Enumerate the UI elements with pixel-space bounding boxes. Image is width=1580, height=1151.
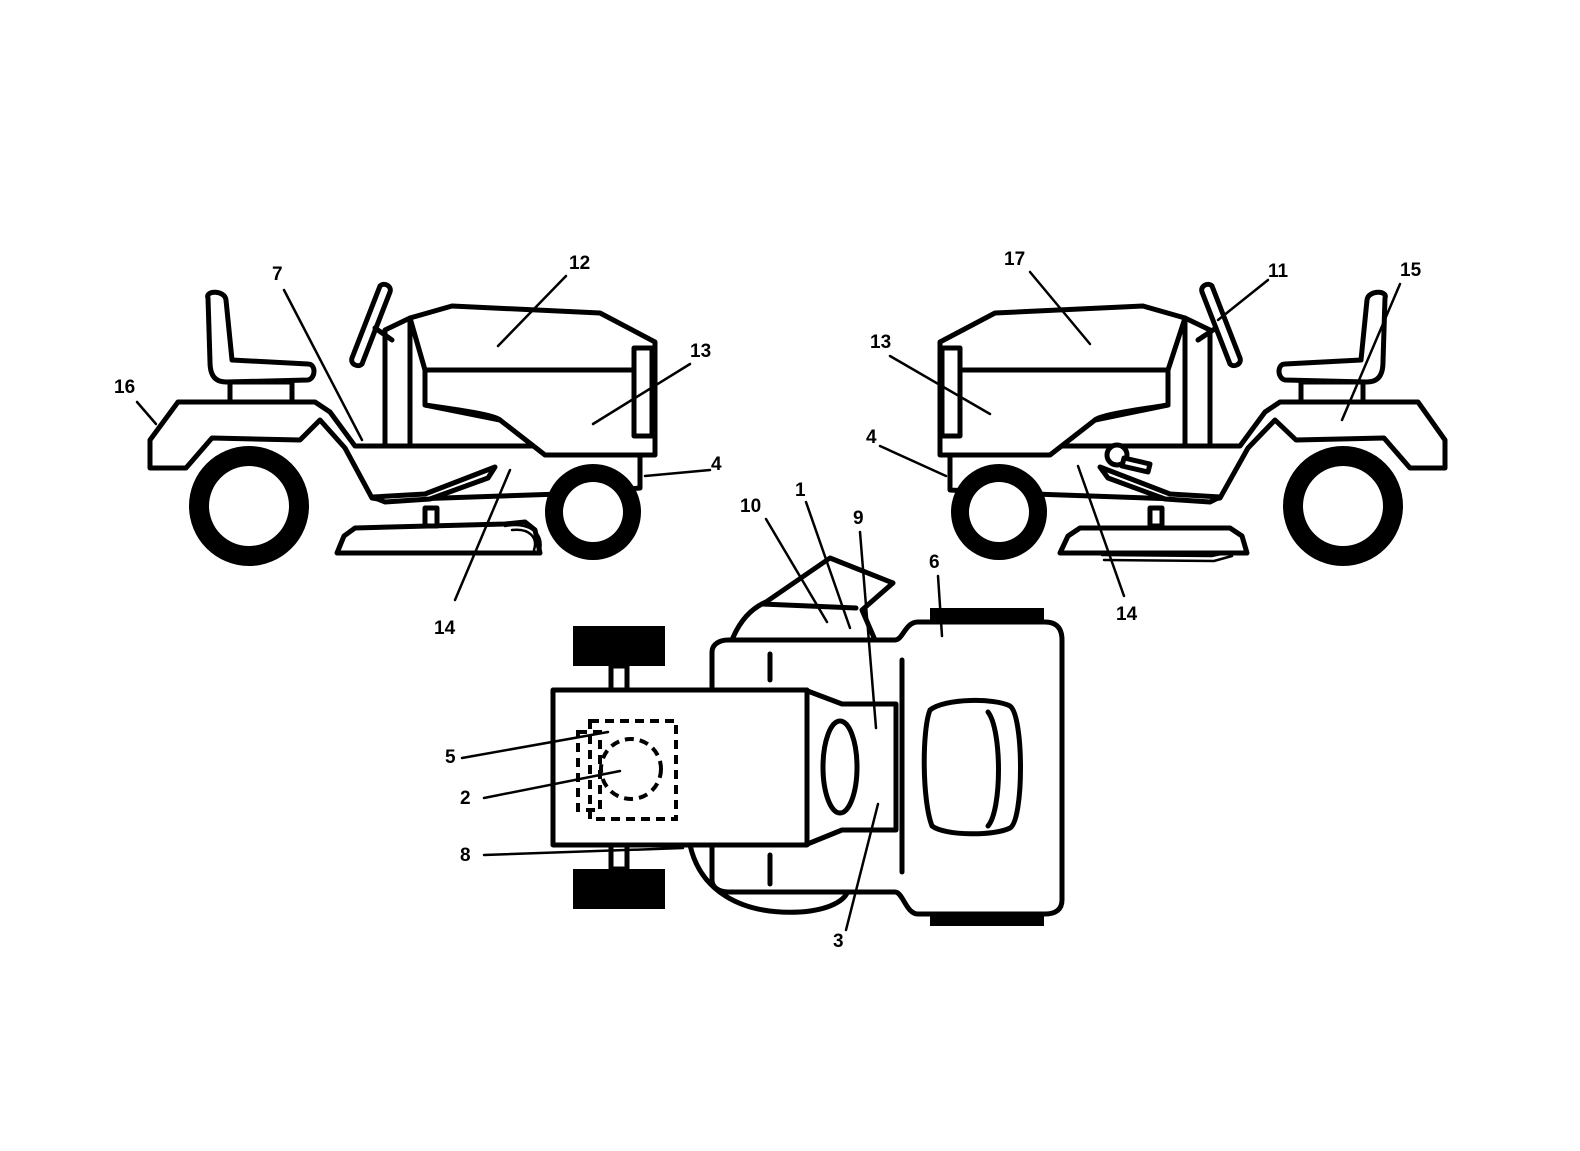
seat-right	[1276, 289, 1388, 385]
hood-left	[407, 303, 658, 458]
callout-13-right: 13	[870, 332, 891, 353]
callout-13-left: 13	[690, 341, 711, 362]
callout-14-left: 14	[434, 618, 456, 639]
callout-4-right: 4	[866, 427, 877, 448]
callout-7: 7	[272, 264, 283, 285]
callout-10: 10	[740, 496, 761, 517]
callout-1: 1	[795, 480, 806, 501]
callout-11: 11	[1268, 261, 1289, 282]
mower-deck-right	[1057, 525, 1250, 556]
callout-4-left: 4	[711, 454, 722, 475]
rear-tire-bottom	[573, 869, 665, 909]
rear-fender-top	[550, 687, 810, 848]
steering-wheel-left	[349, 281, 393, 369]
callout-17: 17	[1004, 249, 1025, 270]
callout-6: 6	[929, 552, 940, 573]
tractor-right-side-view: 17 11 15 13 4 14	[866, 249, 1448, 625]
grille-top	[921, 697, 1023, 837]
callout-14-right: 14	[1116, 604, 1138, 625]
callout-15: 15	[1400, 260, 1422, 281]
hood-right	[937, 303, 1188, 458]
steering-wheel-right	[1199, 281, 1243, 369]
callout-16: 16	[114, 377, 135, 398]
rear-tire-top	[573, 626, 665, 666]
seat-left	[205, 289, 317, 385]
callout-5: 5	[445, 747, 456, 768]
tractor-top-view: 10 1 9 6 5 2 8 3	[445, 480, 1065, 952]
callout-3: 3	[833, 931, 844, 952]
callout-2: 2	[460, 788, 471, 809]
tractor-left-side-view: 16 7 12 13 4 14	[114, 253, 722, 639]
callout-9: 9	[853, 508, 864, 529]
callout-8: 8	[460, 845, 471, 866]
callout-12: 12	[569, 253, 590, 274]
